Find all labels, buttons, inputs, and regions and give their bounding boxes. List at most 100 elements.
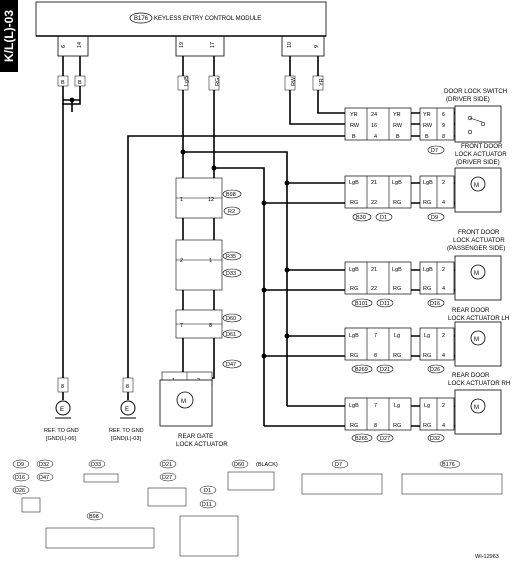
svg-text:(DRIVER SIDE): (DRIVER SIDE)	[446, 96, 490, 103]
svg-text:B98: B98	[226, 192, 236, 198]
svg-text:D61: D61	[226, 332, 236, 338]
svg-text:8: 8	[374, 353, 377, 359]
module-id: B176	[134, 16, 149, 22]
module-pin-blocks	[57, 35, 325, 57]
svg-text:RG: RG	[423, 423, 431, 429]
svg-text:RG: RG	[215, 78, 221, 86]
svg-text:4: 4	[442, 200, 445, 206]
svg-text:RG: RG	[393, 286, 401, 292]
vertical-wire-labels: LgB RG B B RW YR	[57, 75, 325, 91]
svg-text:D9: D9	[17, 462, 24, 468]
svg-text:DOOR LOCK SWITCH: DOOR LOCK SWITCH	[444, 88, 507, 95]
svg-text:Lg: Lg	[424, 333, 430, 339]
svg-text:B265: B265	[355, 436, 368, 442]
svg-text:2: 2	[442, 267, 445, 273]
svg-text:YR: YR	[319, 78, 325, 86]
splice-dots	[69, 97, 290, 359]
svg-text:LgB: LgB	[423, 267, 433, 273]
door-lock-switch: YR 6 RW 9 B 8 DOOR LOCK SWITCH (DRIVER S…	[419, 88, 507, 155]
svg-text:8: 8	[209, 323, 212, 329]
svg-text:D32: D32	[430, 436, 440, 442]
svg-text:M: M	[474, 337, 479, 343]
mid-connectors	[344, 107, 412, 431]
svg-text:D21: D21	[380, 367, 390, 373]
svg-text:RG: RG	[393, 423, 401, 429]
svg-text:YR: YR	[423, 112, 431, 118]
svg-text:B: B	[78, 80, 82, 86]
svg-text:D33: D33	[91, 462, 101, 468]
svg-text:RG: RG	[393, 353, 401, 359]
svg-text:LgB: LgB	[349, 267, 359, 273]
svg-text:LOCK ACTUATOR: LOCK ACTUATOR	[453, 237, 505, 244]
svg-text:4: 4	[442, 353, 445, 359]
svg-text:2: 2	[442, 180, 445, 186]
figure-id: WI-12963	[475, 554, 499, 560]
svg-text:B: B	[396, 134, 400, 140]
svg-text:B: B	[352, 134, 356, 140]
svg-text:FRONT DOOR: FRONT DOOR	[458, 229, 500, 236]
svg-text:D33: D33	[226, 271, 236, 277]
svg-text:LgB: LgB	[184, 76, 190, 86]
svg-text:RW: RW	[291, 76, 297, 86]
svg-text:LgB: LgB	[349, 403, 359, 409]
svg-text:LgB: LgB	[349, 333, 359, 339]
svg-text:REAR GATE: REAR GATE	[178, 433, 213, 440]
svg-text:RG: RG	[350, 423, 358, 429]
svg-text:D11: D11	[380, 301, 390, 307]
svg-text:(DRIVER SIDE): (DRIVER SIDE)	[456, 159, 500, 166]
svg-text:D16: D16	[15, 475, 25, 481]
svg-text:7: 7	[374, 403, 377, 409]
legend	[12, 459, 503, 557]
svg-text:RG: RG	[423, 353, 431, 359]
svg-text:D26: D26	[15, 488, 25, 494]
svg-text:4: 4	[374, 134, 377, 140]
svg-text:LOCK ACTUATOR: LOCK ACTUATOR	[176, 441, 228, 448]
svg-text:16: 16	[371, 123, 377, 129]
pin-17: 17	[210, 42, 216, 48]
svg-text:D21: D21	[162, 462, 172, 468]
actuator-4: M REAR DOOR LOCK ACTUATOR RH Lg 2 RG 4 D…	[349, 372, 510, 443]
pin-14: 14	[77, 42, 83, 48]
svg-text:REF. TO GND: REF. TO GND	[44, 428, 79, 434]
actuator-2: M FRONT DOOR LOCK ACTUATOR (PASSENGER SI…	[349, 229, 505, 308]
svg-text:RW: RW	[350, 123, 360, 129]
module-pin-numbers: 6 14 19 17 10 9	[61, 42, 320, 48]
svg-text:D1: D1	[380, 215, 387, 221]
mid-connector-dividers	[366, 108, 390, 430]
svg-text:B98: B98	[89, 514, 99, 520]
svg-text:LgB: LgB	[392, 267, 402, 273]
module-name: KEYLESS ENTRY CONTROL MODULE	[154, 16, 261, 22]
svg-text:(PASSENGER SIDE): (PASSENGER SIDE)	[447, 245, 505, 252]
svg-text:8: 8	[126, 384, 129, 390]
svg-text:RG: RG	[423, 286, 431, 292]
svg-text:9: 9	[442, 123, 445, 129]
svg-text:6: 6	[442, 112, 445, 118]
svg-text:D9: D9	[431, 215, 438, 221]
svg-text:[GND(L)-03]: [GND(L)-03]	[111, 436, 141, 442]
pin-19: 19	[179, 42, 185, 48]
svg-text:RG: RG	[393, 200, 401, 206]
svg-text:D27: D27	[380, 436, 390, 442]
svg-text:Lg: Lg	[394, 333, 400, 339]
svg-text:21: 21	[371, 180, 377, 186]
svg-text:RW: RW	[423, 123, 433, 129]
svg-text:B269: B269	[355, 367, 368, 373]
svg-text:D7: D7	[431, 148, 438, 154]
ground-left: 8 E REF. TO GND [GND(L)-06]	[44, 377, 79, 442]
svg-text:LgB: LgB	[392, 180, 402, 186]
svg-text:YR: YR	[350, 112, 358, 118]
svg-text:7: 7	[180, 323, 183, 329]
svg-text:B101: B101	[355, 301, 368, 307]
svg-text:RG: RG	[350, 286, 358, 292]
actuator-3: M REAR DOOR LOCK ACTUATOR LH Lg 2 RG 4 D…	[349, 307, 509, 374]
rear-gate-actuator: 1 2 M REAR GATE LOCK ACTUATOR	[159, 371, 228, 448]
svg-text:M: M	[181, 399, 186, 405]
svg-text:R35: R35	[226, 254, 236, 260]
ground-right: 8 E REF. TO GND [GND(L)-03]	[109, 377, 144, 442]
svg-text:B30: B30	[356, 215, 366, 221]
svg-text:12: 12	[208, 197, 214, 203]
svg-text:REAR DOOR: REAR DOOR	[452, 372, 490, 379]
svg-text:YR: YR	[393, 112, 401, 118]
svg-text:R2: R2	[228, 209, 235, 215]
svg-text:D47: D47	[39, 475, 49, 481]
